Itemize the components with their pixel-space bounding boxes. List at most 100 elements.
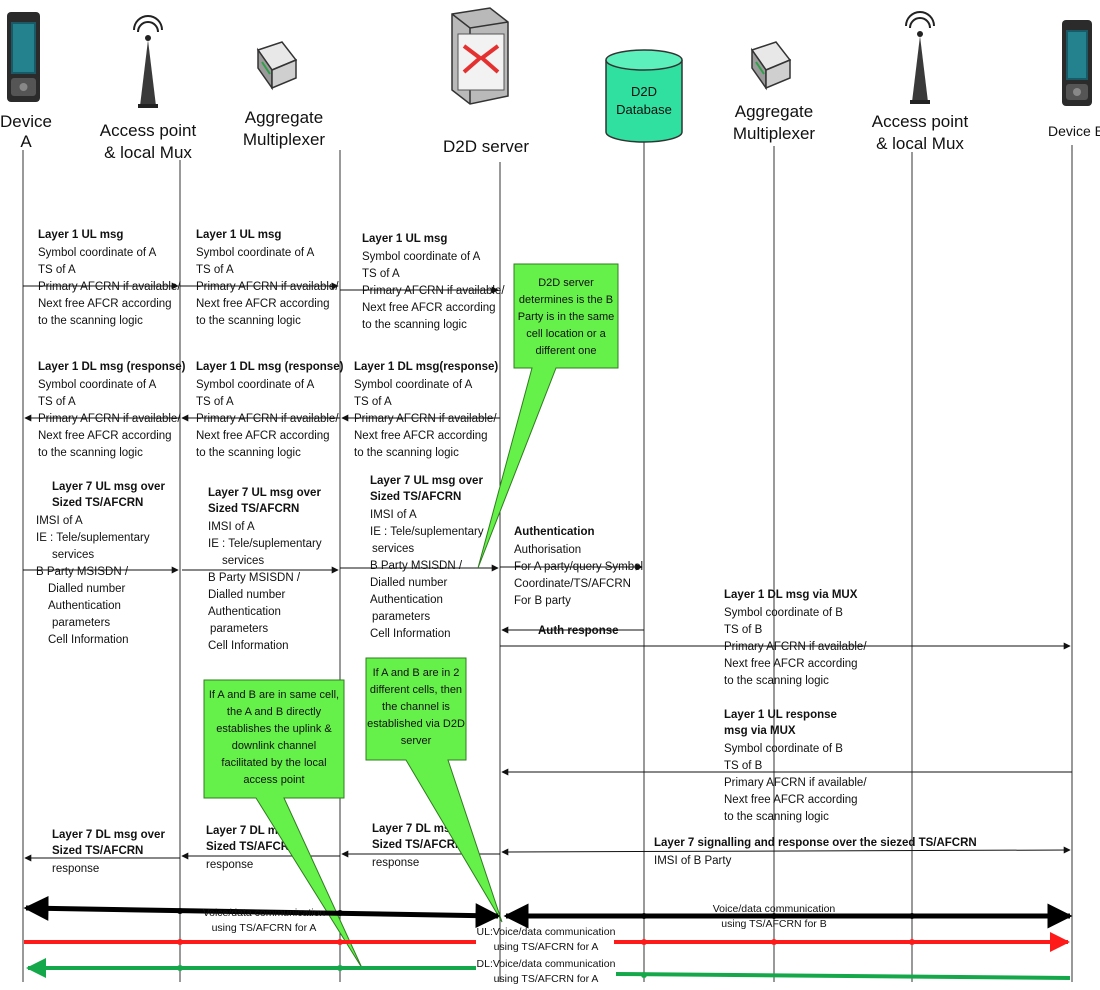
svg-text:Layer 1 UL response: Layer 1 UL response xyxy=(724,709,837,721)
svg-text:to the scanning logic: to the scanning logic xyxy=(362,319,467,331)
svg-text:IMSI of B Party: IMSI of B Party xyxy=(654,855,732,867)
svg-text:using TS/AFCRN for A: using TS/AFCRN for A xyxy=(494,973,599,985)
svg-text:TS of A: TS of A xyxy=(354,396,392,408)
svg-text:Layer 1 UL msg: Layer 1 UL msg xyxy=(38,229,123,241)
mux-right-label: Multiplexer xyxy=(733,124,816,143)
svg-text:Authentication: Authentication xyxy=(208,606,281,618)
voice-b-label: Voice/data communication using TS/AFCRN … xyxy=(713,903,836,930)
svg-text:Primary AFCRN if available/: Primary AFCRN if available/ xyxy=(724,641,867,653)
layer1-ul-msg-1: Layer 1 UL msg Symbol coordinate of A TS… xyxy=(23,229,181,327)
bus-junctions xyxy=(177,908,915,919)
svg-text:established via D2D: established via D2D xyxy=(367,718,465,730)
svg-text:Next free AFCR according: Next free AFCR according xyxy=(38,430,172,442)
svg-text:services: services xyxy=(372,543,414,555)
svg-text:TS of A: TS of A xyxy=(196,396,234,408)
svg-text:to the scanning logic: to the scanning logic xyxy=(38,447,143,459)
svg-text:Primary AFCRN if available/: Primary AFCRN if available/ xyxy=(354,413,497,425)
device-b-phone-icon xyxy=(1062,20,1092,106)
svg-text:If A and B are in 2: If A and B are in 2 xyxy=(373,667,460,679)
server-label: D2D server xyxy=(443,137,529,156)
layer1-dl-msg-via-mux: Layer 1 DL msg via MUX Symbol coordinate… xyxy=(500,589,1071,687)
layer1-ul-response-via-mux: Layer 1 UL response msg via MUX Symbol c… xyxy=(501,709,1072,823)
svg-text:downlink channel: downlink channel xyxy=(232,740,316,752)
layer7-ul-msg-2: Layer 7 UL msg over Sized TS/AFCRN IMSI … xyxy=(182,487,339,652)
layer7-ul-msg-3: Layer 7 UL msg over Sized TS/AFCRN IMSI … xyxy=(340,475,499,640)
svg-text:establishes the uplink &: establishes the uplink & xyxy=(216,723,332,735)
svg-text:response: response xyxy=(52,863,99,875)
svg-text:Layer 1 UL msg: Layer 1 UL msg xyxy=(362,233,447,245)
device-a-label: A xyxy=(20,132,32,151)
layer1-dl-msg-3: Layer 1 DL msg(response) Symbol coordina… xyxy=(341,361,500,459)
svg-text:Symbol coordinate of A: Symbol coordinate of A xyxy=(196,379,315,391)
layer1-dl-msg-2: Layer 1 DL msg (response) Symbol coordin… xyxy=(181,361,344,459)
svg-text:Sized TS/AFCRN: Sized TS/AFCRN xyxy=(206,841,297,853)
layer1-ul-msg-3: Layer 1 UL msg Symbol coordinate of A TS… xyxy=(340,233,505,331)
layer7-ul-msg-1: Layer 7 UL msg over Sized TS/AFCRN IMSI … xyxy=(23,481,179,646)
svg-text:parameters: parameters xyxy=(372,611,430,623)
layer7-dl-msg-1: Layer 7 DL msg over Sized TS/AFCRN respo… xyxy=(24,829,180,875)
ap-right-label: Access point xyxy=(872,112,969,131)
svg-text:Symbol coordinate of A: Symbol coordinate of A xyxy=(354,379,473,391)
svg-text:TS of A: TS of A xyxy=(38,396,76,408)
svg-text:Sized TS/AFCRN: Sized TS/AFCRN xyxy=(370,491,461,503)
svg-text:Symbol coordinate of A: Symbol coordinate of A xyxy=(362,251,481,263)
svg-text:TS of A: TS of A xyxy=(196,264,234,276)
svg-text:Dialled number: Dialled number xyxy=(208,589,286,601)
svg-text:Primary AFCRN if available/: Primary AFCRN if available/ xyxy=(196,281,339,293)
svg-text:cell location or a: cell location or a xyxy=(526,328,606,340)
svg-text:IE : Tele/suplementary: IE : Tele/suplementary xyxy=(208,538,322,550)
svg-text:Next free AFCR according: Next free AFCR according xyxy=(38,298,172,310)
svg-text:Layer 7 UL msg over: Layer 7 UL msg over xyxy=(370,475,483,487)
svg-text:TS of B: TS of B xyxy=(724,624,763,636)
mux-left-label: Multiplexer xyxy=(243,130,326,149)
svg-text:different one: different one xyxy=(536,345,597,357)
antenna-icon xyxy=(905,11,935,104)
ap-left-label: & local Mux xyxy=(104,143,192,162)
svg-text:B Party MSISDN /: B Party MSISDN / xyxy=(370,560,463,572)
device-a-phone-icon xyxy=(7,12,40,102)
svg-text:Layer 7 DL msg: Layer 7 DL msg xyxy=(372,823,457,835)
svg-text:Voice/data communication: Voice/data communication xyxy=(203,907,326,919)
dl-comm-label: DL:Voice/data communication using TS/AFC… xyxy=(477,958,616,985)
svg-text:Layer 1 UL msg: Layer 1 UL msg xyxy=(196,229,281,241)
device-b-label: Device B xyxy=(1048,123,1100,139)
svg-text:IMSI of A: IMSI of A xyxy=(36,515,83,527)
svg-text:Authentication: Authentication xyxy=(370,594,443,606)
svg-text:Symbol coordinate of A: Symbol coordinate of A xyxy=(196,247,315,259)
svg-text:Coordinate/TS/AFCRN: Coordinate/TS/AFCRN xyxy=(514,578,631,590)
svg-text:Next free AFCR according: Next free AFCR according xyxy=(196,430,330,442)
lifelines xyxy=(22,142,1073,982)
svg-text:response: response xyxy=(206,859,253,871)
green-dl-bus xyxy=(26,958,1071,980)
svg-text:to the scanning logic: to the scanning logic xyxy=(724,811,829,823)
ul-comm-label: UL:Voice/data communication using TS/AFC… xyxy=(477,926,616,953)
layer7-signalling-msg: Layer 7 signalling and response over the… xyxy=(501,837,1071,867)
svg-text:Auth response: Auth response xyxy=(538,625,619,637)
db-label: D2D xyxy=(631,84,657,99)
svg-text:using TS/AFCRN for A: using TS/AFCRN for A xyxy=(212,922,317,934)
authentication-msg: Authentication Authorisation For A party… xyxy=(500,526,643,607)
svg-text:server: server xyxy=(401,735,432,747)
svg-text:Primary AFCRN if available/: Primary AFCRN if available/ xyxy=(38,413,181,425)
svg-text:UL:Voice/data communication: UL:Voice/data communication xyxy=(477,926,616,938)
svg-text:to the scanning logic: to the scanning logic xyxy=(196,315,301,327)
svg-text:IMSI of A: IMSI of A xyxy=(208,521,255,533)
svg-text:parameters: parameters xyxy=(52,617,110,629)
svg-text:Next free AFCR according: Next free AFCR according xyxy=(196,298,330,310)
db-label: Database xyxy=(616,102,672,117)
svg-text:DL:Voice/data communication: DL:Voice/data communication xyxy=(477,958,616,970)
svg-text:IMSI of A: IMSI of A xyxy=(370,509,417,521)
svg-text:to the scanning logic: to the scanning logic xyxy=(724,675,829,687)
svg-text:Layer 7 signalling and respons: Layer 7 signalling and response over the… xyxy=(654,837,977,849)
svg-text:Sized TS/AFCRN: Sized TS/AFCRN xyxy=(208,503,299,515)
svg-text:Sized TS/AFCRN: Sized TS/AFCRN xyxy=(52,845,143,857)
svg-text:to the scanning logic: to the scanning logic xyxy=(38,315,143,327)
svg-text:Layer 1 DL msg (response): Layer 1 DL msg (response) xyxy=(38,361,186,373)
svg-text:facilitated by the local: facilitated by the local xyxy=(221,757,326,769)
svg-text:Primary AFCRN if available/: Primary AFCRN if available/ xyxy=(38,281,181,293)
svg-text:Next free AFCR according: Next free AFCR according xyxy=(362,302,496,314)
svg-text:Next free AFCR according: Next free AFCR according xyxy=(354,430,488,442)
black-bus-a xyxy=(23,895,501,929)
svg-text:Next free AFCR according: Next free AFCR according xyxy=(724,658,858,670)
